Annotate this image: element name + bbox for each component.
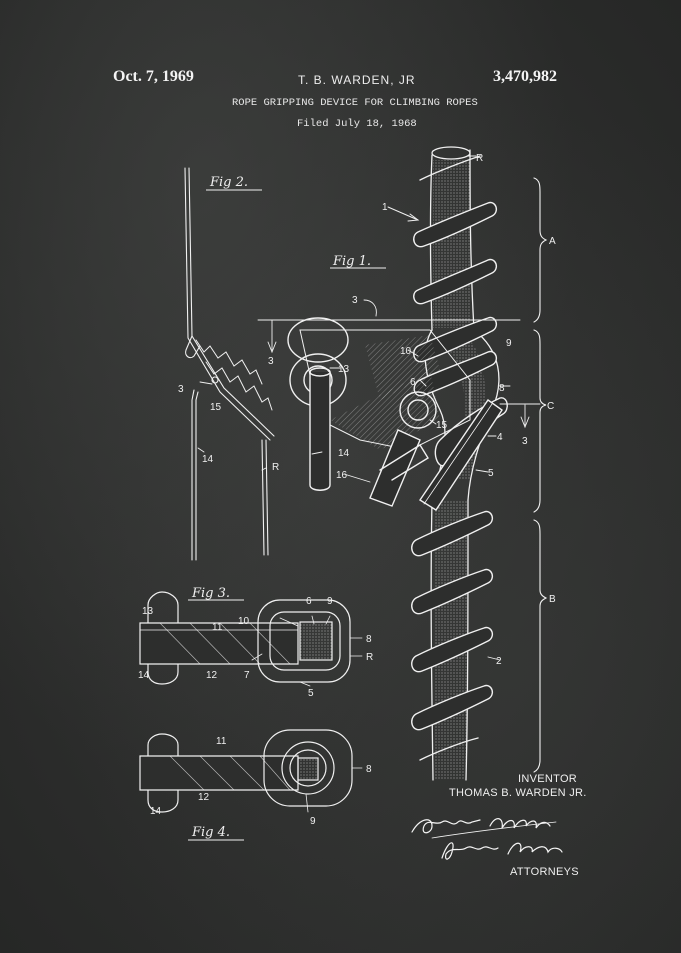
ref-11-fig4: 11 bbox=[216, 736, 227, 747]
ref-7-fig3: 7 bbox=[244, 670, 250, 681]
fig4-diagram bbox=[139, 729, 363, 813]
fig4-label: Fig 4. bbox=[191, 825, 230, 840]
ref-15-fig1: 15 bbox=[436, 420, 448, 431]
fig1-brackets bbox=[533, 177, 548, 773]
ref-13-fig1: 13 bbox=[338, 364, 350, 375]
patent-title: ROPE GRIPPING DEVICE FOR CLIMBING ROPES bbox=[232, 97, 478, 109]
inventor-label: INVENTOR bbox=[518, 773, 578, 785]
ref-R-fig1: R bbox=[476, 153, 483, 164]
fig3-label: Fig 3. bbox=[191, 586, 230, 601]
ref-10-fig1: 10 bbox=[400, 346, 412, 357]
ref-8-fig1: 8 bbox=[499, 383, 505, 394]
ref-3-left: 3 bbox=[268, 356, 274, 367]
ref-9-fig4: 9 bbox=[310, 816, 316, 827]
inventor-name: THOMAS B. WARDEN JR. bbox=[449, 787, 587, 799]
ref-4: 4 bbox=[497, 432, 503, 443]
fig1-label: Fig 1. bbox=[332, 254, 371, 269]
ref-1: 1 bbox=[382, 202, 388, 213]
ref-5-fig3: 5 bbox=[308, 688, 314, 699]
fig1-device bbox=[257, 206, 541, 511]
ref-R-fig3: R bbox=[366, 652, 373, 663]
ref-B: B bbox=[549, 594, 556, 605]
ref-8-fig3: 8 bbox=[366, 634, 372, 645]
ref-3-top: 3 bbox=[352, 295, 358, 306]
patent-number: 3,470,982 bbox=[493, 68, 557, 85]
inventor-header: T. B. WARDEN, JR bbox=[298, 73, 416, 87]
fig2-diagram bbox=[184, 167, 275, 561]
ref-3-right: 3 bbox=[522, 436, 528, 447]
ref-R-fig2: R bbox=[272, 462, 279, 473]
ref-6-fig1: 6 bbox=[410, 377, 416, 388]
ref-14-fig4: 14 bbox=[150, 806, 162, 817]
ref-15-fig2: 15 bbox=[210, 402, 222, 413]
ref-14-fig2: 14 bbox=[202, 454, 214, 465]
ref-12-fig4: 12 bbox=[198, 792, 210, 803]
ref-16: 16 bbox=[336, 470, 348, 481]
ref-3-fig2: 3 bbox=[178, 384, 184, 395]
ref-14-fig3: 14 bbox=[138, 670, 150, 681]
fig2-label: Fig 2. bbox=[209, 175, 248, 190]
ref-C: C bbox=[547, 401, 554, 412]
attorney-signature bbox=[411, 818, 563, 860]
ref-10-fig3: 10 bbox=[238, 616, 250, 627]
ref-12-fig3: 12 bbox=[206, 670, 218, 681]
ref-14-fig1: 14 bbox=[338, 448, 350, 459]
ref-11-fig3: 11 bbox=[212, 622, 223, 633]
patent-date: Oct. 7, 1969 bbox=[113, 68, 194, 85]
filed-date: Filed July 18, 1968 bbox=[297, 118, 417, 130]
ref-9-fig1: 9 bbox=[506, 338, 512, 349]
ref-8-fig4: 8 bbox=[366, 764, 372, 775]
fig3-diagram bbox=[139, 591, 363, 687]
fig1-coil-lower bbox=[411, 510, 501, 761]
ref-6-fig3: 6 bbox=[306, 596, 312, 607]
attorneys-label: ATTORNEYS bbox=[510, 866, 579, 878]
ref-A: A bbox=[549, 236, 556, 247]
ref-2: 2 bbox=[496, 656, 502, 667]
ref-9-fig3: 9 bbox=[327, 596, 333, 607]
leader-lines bbox=[311, 155, 511, 483]
ref-5-fig1: 5 bbox=[488, 468, 494, 479]
ref-13-fig3: 13 bbox=[142, 606, 154, 617]
